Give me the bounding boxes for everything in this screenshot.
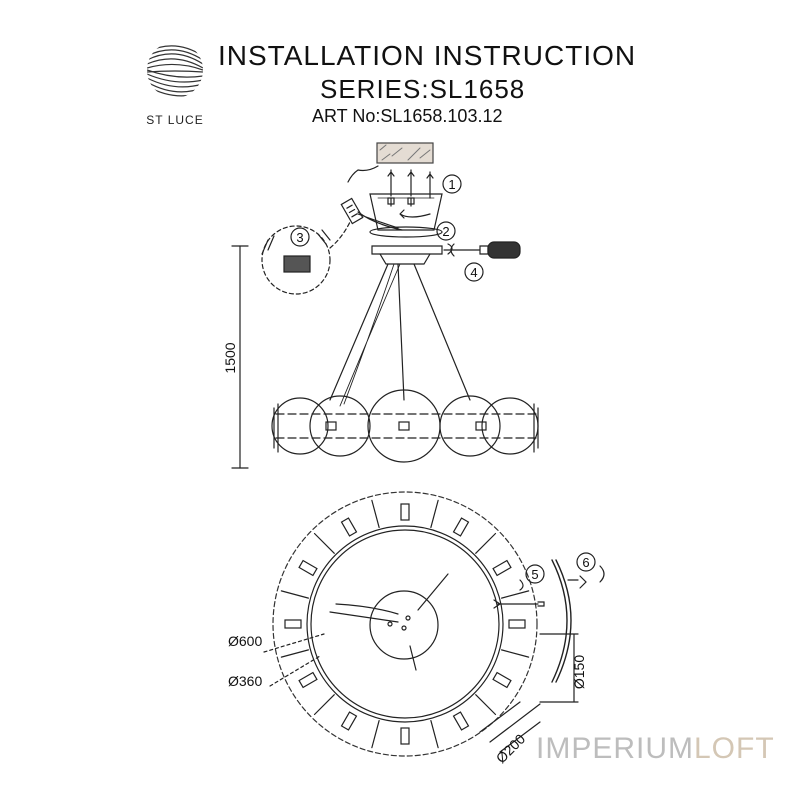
supply-wire: [347, 165, 379, 183]
petal-divider: [430, 719, 439, 749]
step-3-badge: 3: [290, 227, 310, 247]
shade-petals: [280, 499, 530, 749]
height-label: 1500: [222, 342, 238, 373]
petal-divider: [313, 532, 335, 554]
petal-divider: [430, 499, 439, 529]
detail-callout: [261, 225, 331, 295]
article-number: ART No:SL1658.103.12: [312, 106, 503, 126]
petal-divider: [475, 694, 497, 716]
shade-fastener: [493, 559, 605, 683]
brand-logo: ST LUCE: [135, 40, 215, 130]
canopy-diameter-label: Ø150: [571, 655, 587, 689]
petal-clip: [298, 671, 318, 689]
page-title: INSTALLATION INSTRUCTION: [218, 40, 637, 71]
step-2-badge: 2: [436, 221, 456, 241]
petal-divider: [280, 590, 310, 599]
ceiling-block: [376, 142, 434, 164]
petal-divider: [280, 649, 310, 658]
petal-divider: [371, 499, 380, 529]
watermark: IMPERIUMLOFT: [536, 732, 775, 766]
petal-clip: [492, 559, 512, 577]
petal-clip: [452, 517, 470, 537]
svg-text:4: 4: [470, 265, 477, 280]
canopy: [369, 193, 443, 265]
step-6-badge: 6: [576, 552, 596, 572]
height-dimension: [231, 245, 249, 469]
svg-text:3: 3: [296, 230, 303, 245]
fixture-side-view: [271, 389, 539, 463]
petal-clip: [492, 671, 512, 689]
petal-clip: [340, 517, 358, 537]
svg-text:6: 6: [582, 555, 589, 570]
ceiling-screws: [387, 169, 434, 207]
petal-divider: [500, 649, 530, 658]
terminal-block: [340, 197, 364, 225]
series-label: SERIES:SL1658: [320, 74, 526, 104]
petal-clip: [298, 559, 318, 577]
inner-diameter-label: Ø360: [228, 673, 262, 689]
petal-divider: [475, 532, 497, 554]
step-5-badge: 5: [525, 564, 545, 584]
fixture-top-view: [272, 491, 538, 757]
header: ST LUCE INSTALLATION INSTRUCTION SERIES:…: [0, 0, 800, 135]
logo-emblem-icon: [147, 45, 203, 97]
petal-clip: [508, 619, 526, 629]
petal-divider: [371, 719, 380, 749]
diameter-dimensions: [263, 633, 579, 753]
screwdriver-icon: [443, 241, 521, 259]
internal-wires: [357, 211, 403, 231]
step-4-badge: 4: [464, 262, 484, 282]
outer-diameter-label: Ø600: [228, 633, 262, 649]
petal-divider: [313, 694, 335, 716]
step-1-badge: 1: [442, 174, 462, 194]
watermark-part-1: IMPERIUM: [536, 732, 694, 765]
svg-text:2: 2: [442, 224, 449, 239]
watermark-part-2: LOFT: [694, 732, 775, 765]
brand-name: ST LUCE: [146, 113, 204, 127]
petal-clip: [452, 711, 470, 731]
svg-text:1: 1: [448, 177, 455, 192]
petal-clip: [400, 503, 410, 521]
rotate-arrow-icon: [447, 243, 453, 255]
petal-clip: [340, 711, 358, 731]
connector-detail: [261, 229, 331, 273]
svg-text:5: 5: [531, 567, 538, 582]
petal-clip: [400, 727, 410, 745]
rotate-arrow-icon: [399, 209, 431, 219]
suspension-cables: [329, 263, 471, 407]
petal-divider: [500, 590, 530, 599]
petal-clip: [284, 619, 302, 629]
